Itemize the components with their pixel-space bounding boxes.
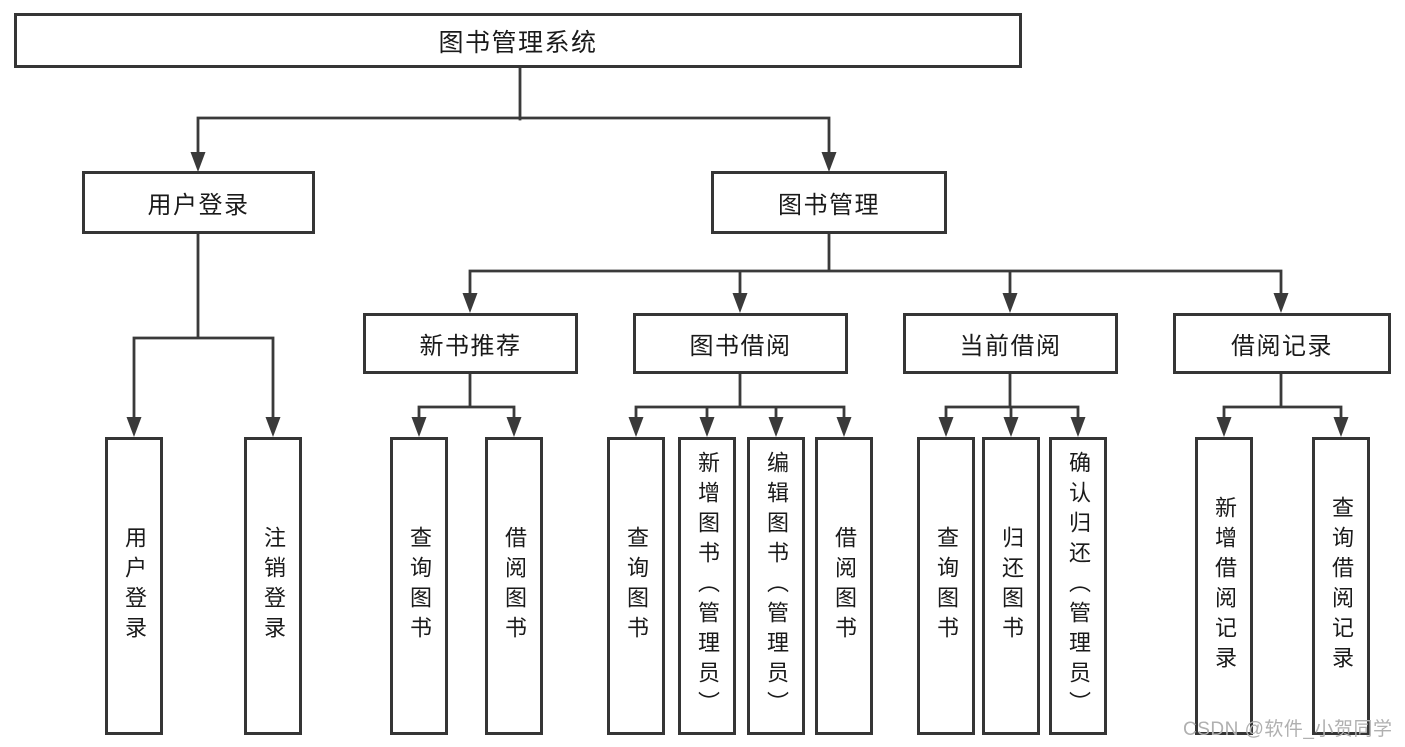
leaf-query-books-borrow: 查询图书: [607, 437, 665, 735]
leaf-return-books-label: 归还图书: [999, 526, 1024, 646]
leaf-add-books-admin-label: 新增图书（管理员）: [695, 451, 720, 721]
leaf-edit-books-admin-label: 编辑图书（管理员）: [764, 451, 789, 721]
node-book-management: 图书管理: [711, 171, 947, 234]
leaf-add-borrow-record-label: 新增借阅记录: [1212, 496, 1237, 676]
leaf-query-borrow-record-label: 查询借阅记录: [1329, 496, 1354, 676]
node-book-borrow: 图书借阅: [633, 313, 848, 374]
node-library-system-label: 图书管理系统: [438, 28, 598, 57]
leaf-logout-label: 注销登录: [261, 526, 286, 646]
leaf-borrow-books-recommend-label: 借阅图书: [502, 526, 527, 646]
node-borrow-records: 借阅记录: [1173, 313, 1391, 374]
leaf-borrow-books-label: 借阅图书: [832, 526, 857, 646]
node-library-system: 图书管理系统: [14, 13, 1022, 68]
node-user-login: 用户登录: [82, 171, 315, 234]
node-current-borrow: 当前借阅: [903, 313, 1118, 374]
leaf-borrow-books-recommend: 借阅图书: [485, 437, 543, 735]
node-borrow-records-label: 借阅记录: [1231, 333, 1333, 360]
connector-edges: [132, 65, 1343, 425]
leaf-borrow-books: 借阅图书: [815, 437, 873, 735]
leaf-query-books-current: 查询图书: [917, 437, 975, 735]
node-book-borrow-label: 图书借阅: [689, 333, 792, 360]
leaf-edit-books-admin: 编辑图书（管理员）: [747, 437, 805, 735]
node-book-management-label: 图书管理: [778, 192, 880, 219]
leaf-query-books-recommend: 查询图书: [390, 437, 448, 735]
leaf-query-borrow-record: 查询借阅记录: [1312, 437, 1370, 735]
node-new-book-recommend-label: 新书推荐: [419, 333, 522, 360]
node-new-book-recommend: 新书推荐: [363, 313, 578, 374]
leaf-query-books-recommend-label: 查询图书: [407, 526, 432, 646]
leaf-add-books-admin: 新增图书（管理员）: [678, 437, 736, 735]
leaf-add-borrow-record: 新增借阅记录: [1195, 437, 1253, 735]
leaf-query-books-borrow-label: 查询图书: [624, 526, 649, 646]
leaf-user-login-label: 用户登录: [122, 526, 147, 646]
leaf-confirm-return-admin-label: 确认归还（管理员）: [1066, 451, 1091, 721]
leaf-confirm-return-admin: 确认归还（管理员）: [1049, 437, 1107, 735]
node-user-login-label: 用户登录: [147, 192, 250, 219]
leaf-logout: 注销登录: [244, 437, 302, 735]
arrow-down-icons: [126, 152, 1349, 437]
leaf-user-login: 用户登录: [105, 437, 163, 735]
leaf-query-books-current-label: 查询图书: [934, 526, 959, 646]
leaf-return-books: 归还图书: [982, 437, 1040, 735]
watermark: CSDN @软件_小贺同学: [1183, 719, 1393, 740]
node-current-borrow-label: 当前借阅: [959, 333, 1062, 360]
